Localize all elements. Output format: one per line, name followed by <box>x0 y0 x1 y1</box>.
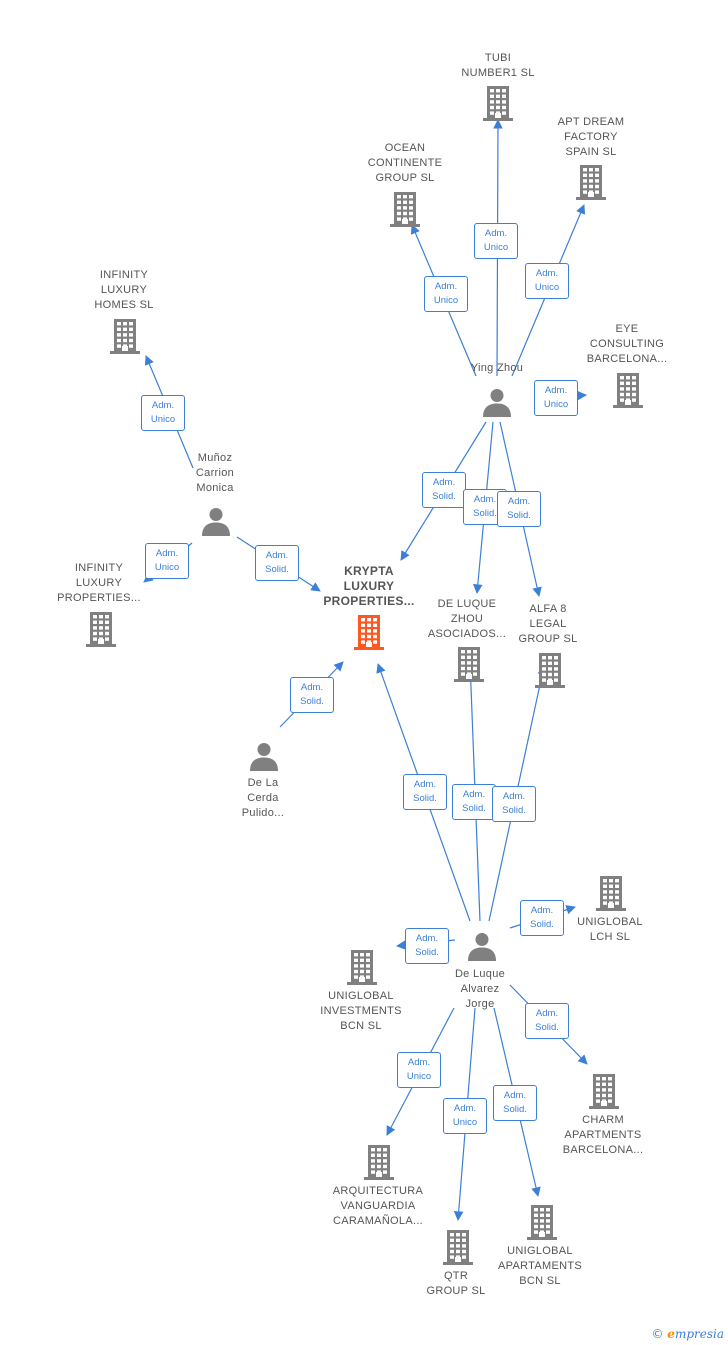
building-icon[interactable] <box>389 191 421 232</box>
building-icon[interactable] <box>526 1204 558 1245</box>
relation-badge[interactable]: Adm. Unico <box>145 543 189 579</box>
building-icon[interactable] <box>363 1144 395 1185</box>
building-icon[interactable] <box>588 1073 620 1114</box>
node-label-apt[interactable]: APT DREAM FACTORY SPAIN SL <box>557 116 625 158</box>
relation-badge[interactable]: Adm. Unico <box>424 276 468 312</box>
building-icon[interactable] <box>595 875 627 916</box>
relation-badge[interactable]: Adm. Solid. <box>422 472 466 508</box>
person-icon[interactable] <box>467 931 497 966</box>
person-icon[interactable] <box>249 741 279 776</box>
person-icon[interactable] <box>201 506 231 541</box>
node-label-ugl-inv[interactable]: UNIGLOBAL INVESTMENTS BCN SL <box>320 990 402 1032</box>
node-label-infhomes[interactable]: INFINITY LUXURY HOMES SL <box>94 269 154 311</box>
building-icon[interactable] <box>612 372 644 413</box>
relation-badge[interactable]: Adm. Solid. <box>452 784 496 820</box>
node-label-infprops[interactable]: INFINITY LUXURY PROPERTIES... <box>57 562 141 604</box>
node-label-eye[interactable]: EYE CONSULTING BARCELONA... <box>586 323 668 365</box>
relation-badge[interactable]: Adm. Unico <box>525 263 569 299</box>
relation-badge[interactable]: Adm. Unico <box>141 395 185 431</box>
edge-layer <box>143 119 588 1221</box>
building-icon[interactable] <box>534 652 566 693</box>
node-label-tubi[interactable]: TUBI NUMBER1 SL <box>461 52 535 79</box>
relation-badge[interactable]: Adm. Unico <box>397 1052 441 1088</box>
relation-badge[interactable]: Adm. Solid. <box>520 900 564 936</box>
person-icon[interactable] <box>482 387 512 422</box>
relation-badge[interactable]: Adm. Unico <box>474 223 518 259</box>
node-label-charm[interactable]: CHARM APARTMENTS BARCELONA... <box>562 1114 644 1156</box>
building-icon[interactable] <box>442 1229 474 1270</box>
node-label-yingzhou[interactable]: Ying Zhou <box>470 362 524 374</box>
copyright-symbol: © <box>651 1327 664 1341</box>
node-label-ugl-lch[interactable]: UNIGLOBAL LCH SL <box>577 916 643 943</box>
relation-badge[interactable]: Adm. Solid. <box>497 491 541 527</box>
node-label-ocean[interactable]: OCEAN CONTINENTE GROUP SL <box>367 142 443 184</box>
relation-badge[interactable]: Adm. Solid. <box>255 545 299 581</box>
relation-badge[interactable]: Adm. Solid. <box>492 786 536 822</box>
building-icon[interactable] <box>353 614 385 655</box>
node-label-jorge[interactable]: De Luque Alvarez Jorge <box>454 968 506 1010</box>
relation-badge[interactable]: Adm. Unico <box>534 380 578 416</box>
node-label-arq[interactable]: ARQUITECTURA VANGUARDIA CARAMAÑOLA... <box>332 1185 424 1227</box>
relation-badge[interactable]: Adm. Solid. <box>403 774 447 810</box>
building-icon[interactable] <box>346 949 378 990</box>
node-label-deluque-zhou[interactable]: DE LUQUE ZHOU ASOCIADOS... <box>427 598 507 640</box>
relation-badge[interactable]: Adm. Solid. <box>290 677 334 713</box>
node-label-qtr[interactable]: QTR GROUP SL <box>426 1270 486 1297</box>
node-label-alfa8[interactable]: ALFA 8 LEGAL GROUP SL <box>518 603 578 645</box>
building-icon[interactable] <box>85 611 117 652</box>
relation-badge[interactable]: Adm. Solid. <box>405 928 449 964</box>
building-icon[interactable] <box>109 318 141 359</box>
brand-name: mpresia <box>674 1327 724 1341</box>
building-icon[interactable] <box>453 646 485 687</box>
empresia-logo[interactable]: © empresia <box>651 1327 724 1341</box>
brand-initial: e <box>667 1327 675 1341</box>
node-label-munoz[interactable]: Muñoz Carrion Monica <box>195 452 235 494</box>
building-icon[interactable] <box>482 85 514 126</box>
node-label-delacerda[interactable]: De La Cerda Pulido... <box>241 777 285 819</box>
relation-badge[interactable]: Adm. Unico <box>443 1098 487 1134</box>
building-icon[interactable] <box>575 164 607 205</box>
node-label-krypta[interactable]: KRYPTA LUXURY PROPERTIES... <box>323 564 415 608</box>
relation-badge[interactable]: Adm. Solid. <box>493 1085 537 1121</box>
relation-badge[interactable]: Adm. Solid. <box>525 1003 569 1039</box>
node-label-ugl-apt[interactable]: UNIGLOBAL APARTAMENTS BCN SL <box>498 1245 582 1287</box>
